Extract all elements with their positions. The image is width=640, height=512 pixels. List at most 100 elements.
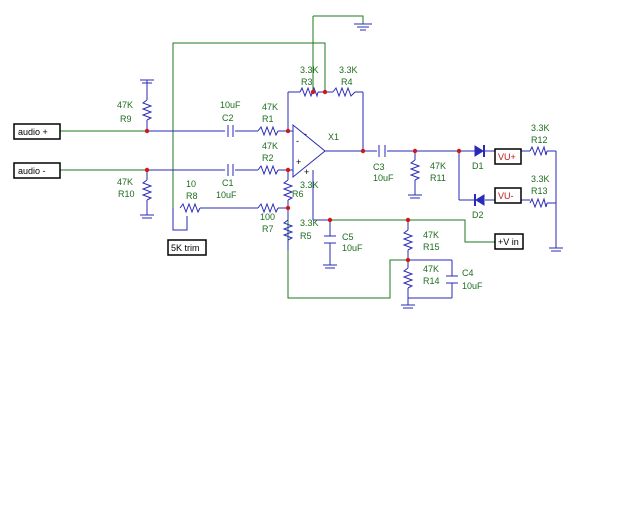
vin-wire (330, 219, 495, 243)
c4-name: C4 (462, 268, 474, 278)
r3-value: 3.3K (300, 65, 319, 75)
c4-value: 10uF (462, 281, 483, 291)
resistor-r2 (257, 164, 279, 176)
ground-icon (140, 79, 154, 90)
r9-name: R9 (120, 114, 132, 124)
resistor-r6 (282, 179, 294, 201)
port-vu-minus-label: VU- (498, 191, 514, 201)
r8-value: 10 (186, 179, 196, 189)
ground-icon (323, 264, 337, 269)
resistor-r7 (257, 202, 279, 214)
port-audio-minus-label: audio - (18, 166, 46, 176)
d1-name: D1 (472, 161, 484, 171)
opamp-plus-sign-bottom: + (304, 167, 309, 177)
opamp-x1: - + - + X1 (292, 123, 339, 179)
resistor-r10 (141, 179, 153, 201)
resistor-r15 (402, 229, 414, 251)
c5-value: 10uF (342, 243, 363, 253)
capacitor-c3 (378, 145, 386, 157)
r15-name: R15 (423, 242, 440, 252)
opamp-label: X1 (328, 132, 339, 142)
grounds (140, 23, 563, 309)
r15-value: 47K (423, 230, 439, 240)
r9-value: 47K (117, 100, 133, 110)
bottom-loop-wire (287, 210, 408, 299)
r12-value: 3.3K (531, 123, 550, 133)
opamp-triangle (292, 123, 326, 179)
diode-d2 (474, 194, 485, 206)
ground-icon (140, 214, 154, 219)
diode-d1 (474, 145, 485, 157)
r5-name: R5 (300, 231, 312, 241)
ground-icon (408, 194, 422, 199)
r8-name: R8 (186, 191, 198, 201)
resistor-r3 (299, 86, 319, 98)
r4-name: R4 (341, 77, 353, 87)
component-labels: 47K R9 47K R10 10uF C2 47K R1 47K R2 C1 … (117, 65, 550, 291)
r6-name: R6 (292, 189, 304, 199)
capacitor-c5 (324, 235, 336, 244)
r13-value: 3.3K (531, 174, 550, 184)
resistor-r11 (409, 159, 421, 181)
resistor-r12 (529, 145, 548, 157)
r10-name: R10 (118, 189, 135, 199)
c2-value: 10uF (220, 100, 241, 110)
capacitors (227, 125, 458, 284)
c1-value: 10uF (216, 190, 237, 200)
resistor-r1 (257, 125, 279, 137)
r7-value: 100 (260, 212, 275, 222)
port-vu-plus: VU+ (494, 148, 522, 165)
r11-name: R11 (430, 173, 446, 183)
r1-value: 47K (262, 102, 278, 112)
capacitor-c4 (446, 275, 458, 284)
d2-name: D2 (472, 210, 484, 220)
port-vin-label: +V in (498, 237, 519, 247)
c2-name: C2 (222, 113, 234, 123)
r10-value: 47K (117, 177, 133, 187)
r11-value: 47K (430, 161, 446, 171)
r14-value: 47K (423, 264, 439, 274)
r4-value: 3.3K (339, 65, 358, 75)
green-wiring (60, 15, 495, 299)
r12-name: R12 (531, 135, 548, 145)
capacitor-c1 (227, 164, 234, 176)
junctions (144, 89, 462, 263)
r6-value: 3.3K (300, 180, 319, 190)
r2-name: R2 (262, 153, 274, 163)
resistor-r4 (332, 86, 356, 98)
resistor-r9 (141, 99, 153, 121)
resistor-r14 (402, 267, 414, 289)
port-vu-plus-label: VU+ (498, 152, 516, 162)
resistor-r13 (529, 197, 548, 209)
trim-pot-wiper (172, 208, 188, 231)
ports: audio + audio - 5K trim +V in VU+ VU- (13, 123, 524, 256)
trim-loop-wire (172, 42, 326, 230)
diodes (474, 145, 485, 206)
capacitor-c2 (227, 125, 234, 137)
r2-value: 47K (262, 141, 278, 151)
resistor-r5 (282, 219, 294, 241)
port-audio-plus-label: audio + (18, 127, 48, 137)
c5-name: C5 (342, 232, 354, 242)
ground-icon (354, 23, 372, 31)
port-trim: 5K trim (167, 239, 207, 256)
opamp-minus-sign-top: - (304, 129, 307, 139)
opamp-minus-sign: - (296, 136, 299, 146)
opamp-plus-sign-left: + (296, 157, 301, 167)
r13-name: R13 (531, 186, 548, 196)
resistor-r8 (179, 202, 201, 214)
r5-value: 3.3K (300, 218, 319, 228)
r1-name: R1 (262, 114, 274, 124)
c3-value: 10uF (373, 173, 394, 183)
r14-name: R14 (423, 276, 440, 286)
port-audio-minus: audio - (13, 162, 61, 179)
port-vu-minus: VU- (494, 187, 522, 204)
port-audio-plus: audio + (13, 123, 61, 140)
c1-name: C1 (222, 178, 234, 188)
port-vin: +V in (494, 233, 524, 250)
c3-name: C3 (373, 162, 385, 172)
ground-icon (549, 247, 563, 252)
top-ground-wire (313, 15, 364, 24)
resistors (141, 86, 548, 289)
